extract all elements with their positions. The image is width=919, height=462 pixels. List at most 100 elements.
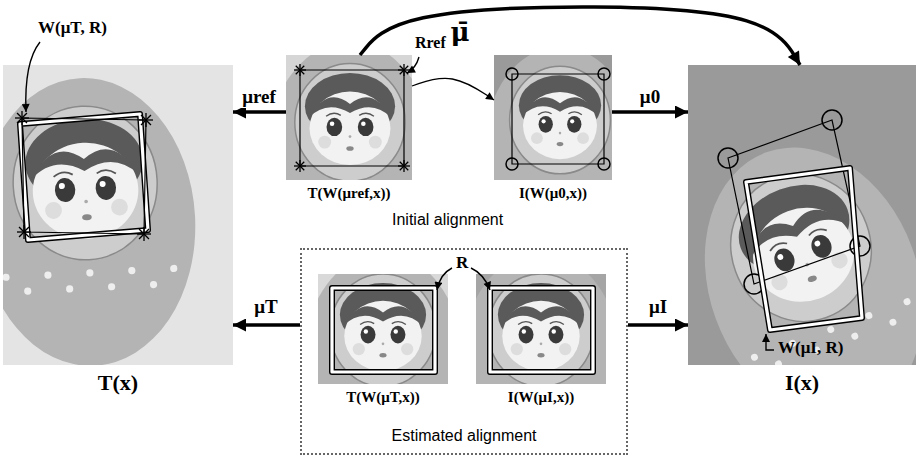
corner-circle	[598, 68, 610, 80]
illustration-part	[54, 178, 76, 203]
illustration-part	[53, 172, 72, 177]
arrow-connector	[612, 110, 688, 114]
illustration-part	[99, 181, 105, 187]
illustration-part	[540, 343, 543, 346]
illustration-part	[539, 116, 553, 133]
illustration-part	[710, 154, 892, 341]
illustration-part	[170, 265, 178, 273]
leader-line	[766, 334, 774, 350]
leader-line	[407, 57, 419, 73]
region-label: Rref	[415, 34, 446, 52]
doll-figure	[494, 55, 612, 180]
illustration-part	[552, 329, 556, 333]
illustration-part	[394, 329, 398, 333]
illustration-part	[510, 66, 611, 174]
corner-star	[400, 66, 408, 74]
panel-picture	[688, 65, 916, 365]
illustration-part	[327, 118, 343, 136]
arrow-connector	[628, 323, 688, 327]
illustration-part	[382, 343, 385, 346]
illustration-part	[59, 183, 65, 189]
warp-box-inner	[332, 288, 435, 372]
reference-patch-panel: T(W(μref,x))	[286, 55, 412, 180]
illustration-part	[523, 92, 597, 159]
corner-star	[139, 229, 149, 239]
arrow-connector	[360, 7, 800, 65]
illustration-part	[518, 322, 532, 325]
corner-star	[141, 115, 151, 125]
illustration-part	[531, 132, 543, 144]
panel-picture	[3, 65, 233, 365]
illustration-part	[361, 121, 366, 126]
edge-label: μT	[252, 296, 279, 318]
reference-box	[512, 74, 604, 164]
illustration-part	[344, 301, 421, 371]
illustration-part	[570, 119, 574, 123]
illustration-part	[111, 198, 129, 216]
illustration-part	[9, 103, 161, 264]
illustration-part	[349, 135, 352, 138]
illustration-part	[688, 117, 916, 365]
illustration-part	[44, 271, 52, 279]
stage-label: Initial alignment	[392, 211, 503, 229]
corner-star	[296, 162, 304, 170]
warp-box-inner	[490, 288, 593, 372]
illustration-part	[318, 274, 448, 384]
panel-picture	[286, 55, 412, 180]
illustration-part	[360, 322, 374, 325]
illustration-part	[390, 326, 405, 344]
panel-picture	[494, 55, 612, 180]
reference-box	[300, 70, 404, 166]
illustration-part	[353, 343, 365, 355]
illustration-part	[808, 227, 827, 237]
panel-caption: T(W(μref,x))	[308, 185, 391, 202]
illustration-part	[888, 318, 897, 327]
panel-caption: T(W(μT,x))	[346, 389, 420, 406]
illustration-part	[522, 97, 598, 116]
illustration-part	[537, 353, 544, 357]
warp-box-inner	[20, 114, 148, 240]
panel-caption: I(x)	[785, 370, 819, 395]
illustration-part	[903, 297, 912, 306]
illustration-part	[318, 136, 331, 149]
illustration-part	[45, 202, 63, 220]
illustration-part	[361, 326, 376, 344]
leader-line	[437, 268, 452, 290]
illustration-part	[488, 274, 594, 384]
warp-box-outer	[20, 114, 148, 240]
illustration-part	[369, 136, 382, 149]
edge-label: μ0	[638, 86, 662, 108]
illustration-part	[568, 112, 581, 115]
doll-figure	[286, 55, 412, 180]
warp-box-inner	[746, 168, 862, 330]
illustration-part	[108, 283, 116, 291]
leader-line	[471, 268, 490, 290]
illustration-part	[97, 170, 116, 175]
illustration-part	[86, 269, 94, 277]
illustration-part	[326, 113, 341, 116]
corner-star	[400, 162, 408, 170]
illustration-part	[567, 116, 581, 133]
illustration-part	[66, 285, 74, 293]
doll-figure	[3, 72, 203, 365]
illustration-part	[392, 322, 406, 325]
illustration-part	[807, 274, 818, 283]
corner-star	[19, 227, 29, 237]
illustration-part	[364, 329, 368, 333]
illustration-part	[3, 72, 203, 365]
arrow-connector	[233, 323, 300, 327]
doll-figure	[688, 117, 916, 365]
illustration-part	[95, 175, 117, 200]
illustration-part	[750, 353, 759, 362]
panel-caption: I(W(μI,x))	[508, 389, 574, 406]
corner-circle	[598, 158, 610, 170]
illustration-part	[30, 147, 139, 179]
leader-line	[26, 42, 40, 112]
illustration-part	[309, 97, 392, 117]
illustration-part	[777, 253, 784, 260]
corner-circle	[506, 68, 518, 80]
illustration-part	[519, 326, 534, 344]
illustration-part	[542, 119, 546, 123]
illustration-part	[511, 343, 523, 355]
warp-box-outer	[332, 288, 435, 372]
